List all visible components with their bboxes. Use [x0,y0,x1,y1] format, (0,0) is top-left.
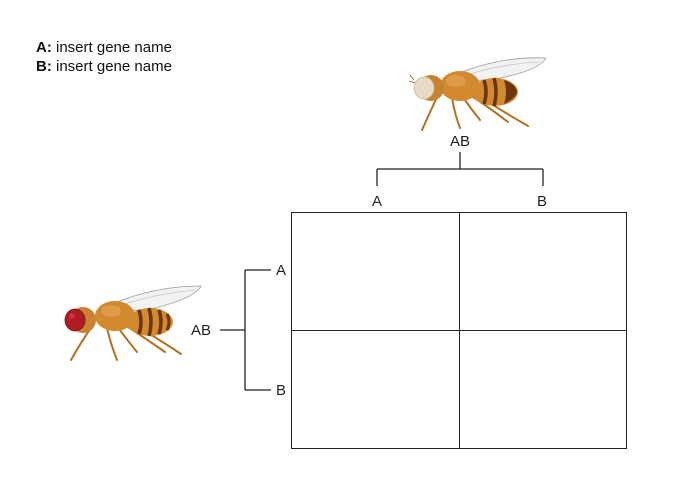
fruit-fly-red-eye-image [64,285,202,361]
legend-key-a: A: [36,39,52,56]
punnett-cell-bb[interactable] [460,331,627,448]
left-gamete-b: B [276,382,287,399]
left-parent-genotype: AB [191,322,212,339]
punnett-cell-aa[interactable] [292,213,460,331]
left-bracket [220,269,271,391]
top-bracket [376,152,544,186]
punnett-cell-ab-bottom[interactable] [292,331,460,448]
legend-row-b: B: insert gene name [36,57,172,76]
legend-key-b: B: [36,58,52,75]
legend-text-b[interactable]: insert gene name [56,58,172,75]
legend: A: insert gene name B: insert gene name [36,38,172,76]
punnett-cell-ab-top[interactable] [460,213,627,331]
punnett-square [291,212,627,449]
top-parent-genotype: AB [450,133,471,150]
top-gamete-b: B [537,193,548,210]
legend-row-a: A: insert gene name [36,38,172,57]
top-gamete-a: A [372,193,383,210]
left-gamete-a: A [276,262,287,279]
legend-text-a[interactable]: insert gene name [56,39,172,56]
fruit-fly-white-eye-image [408,57,547,131]
